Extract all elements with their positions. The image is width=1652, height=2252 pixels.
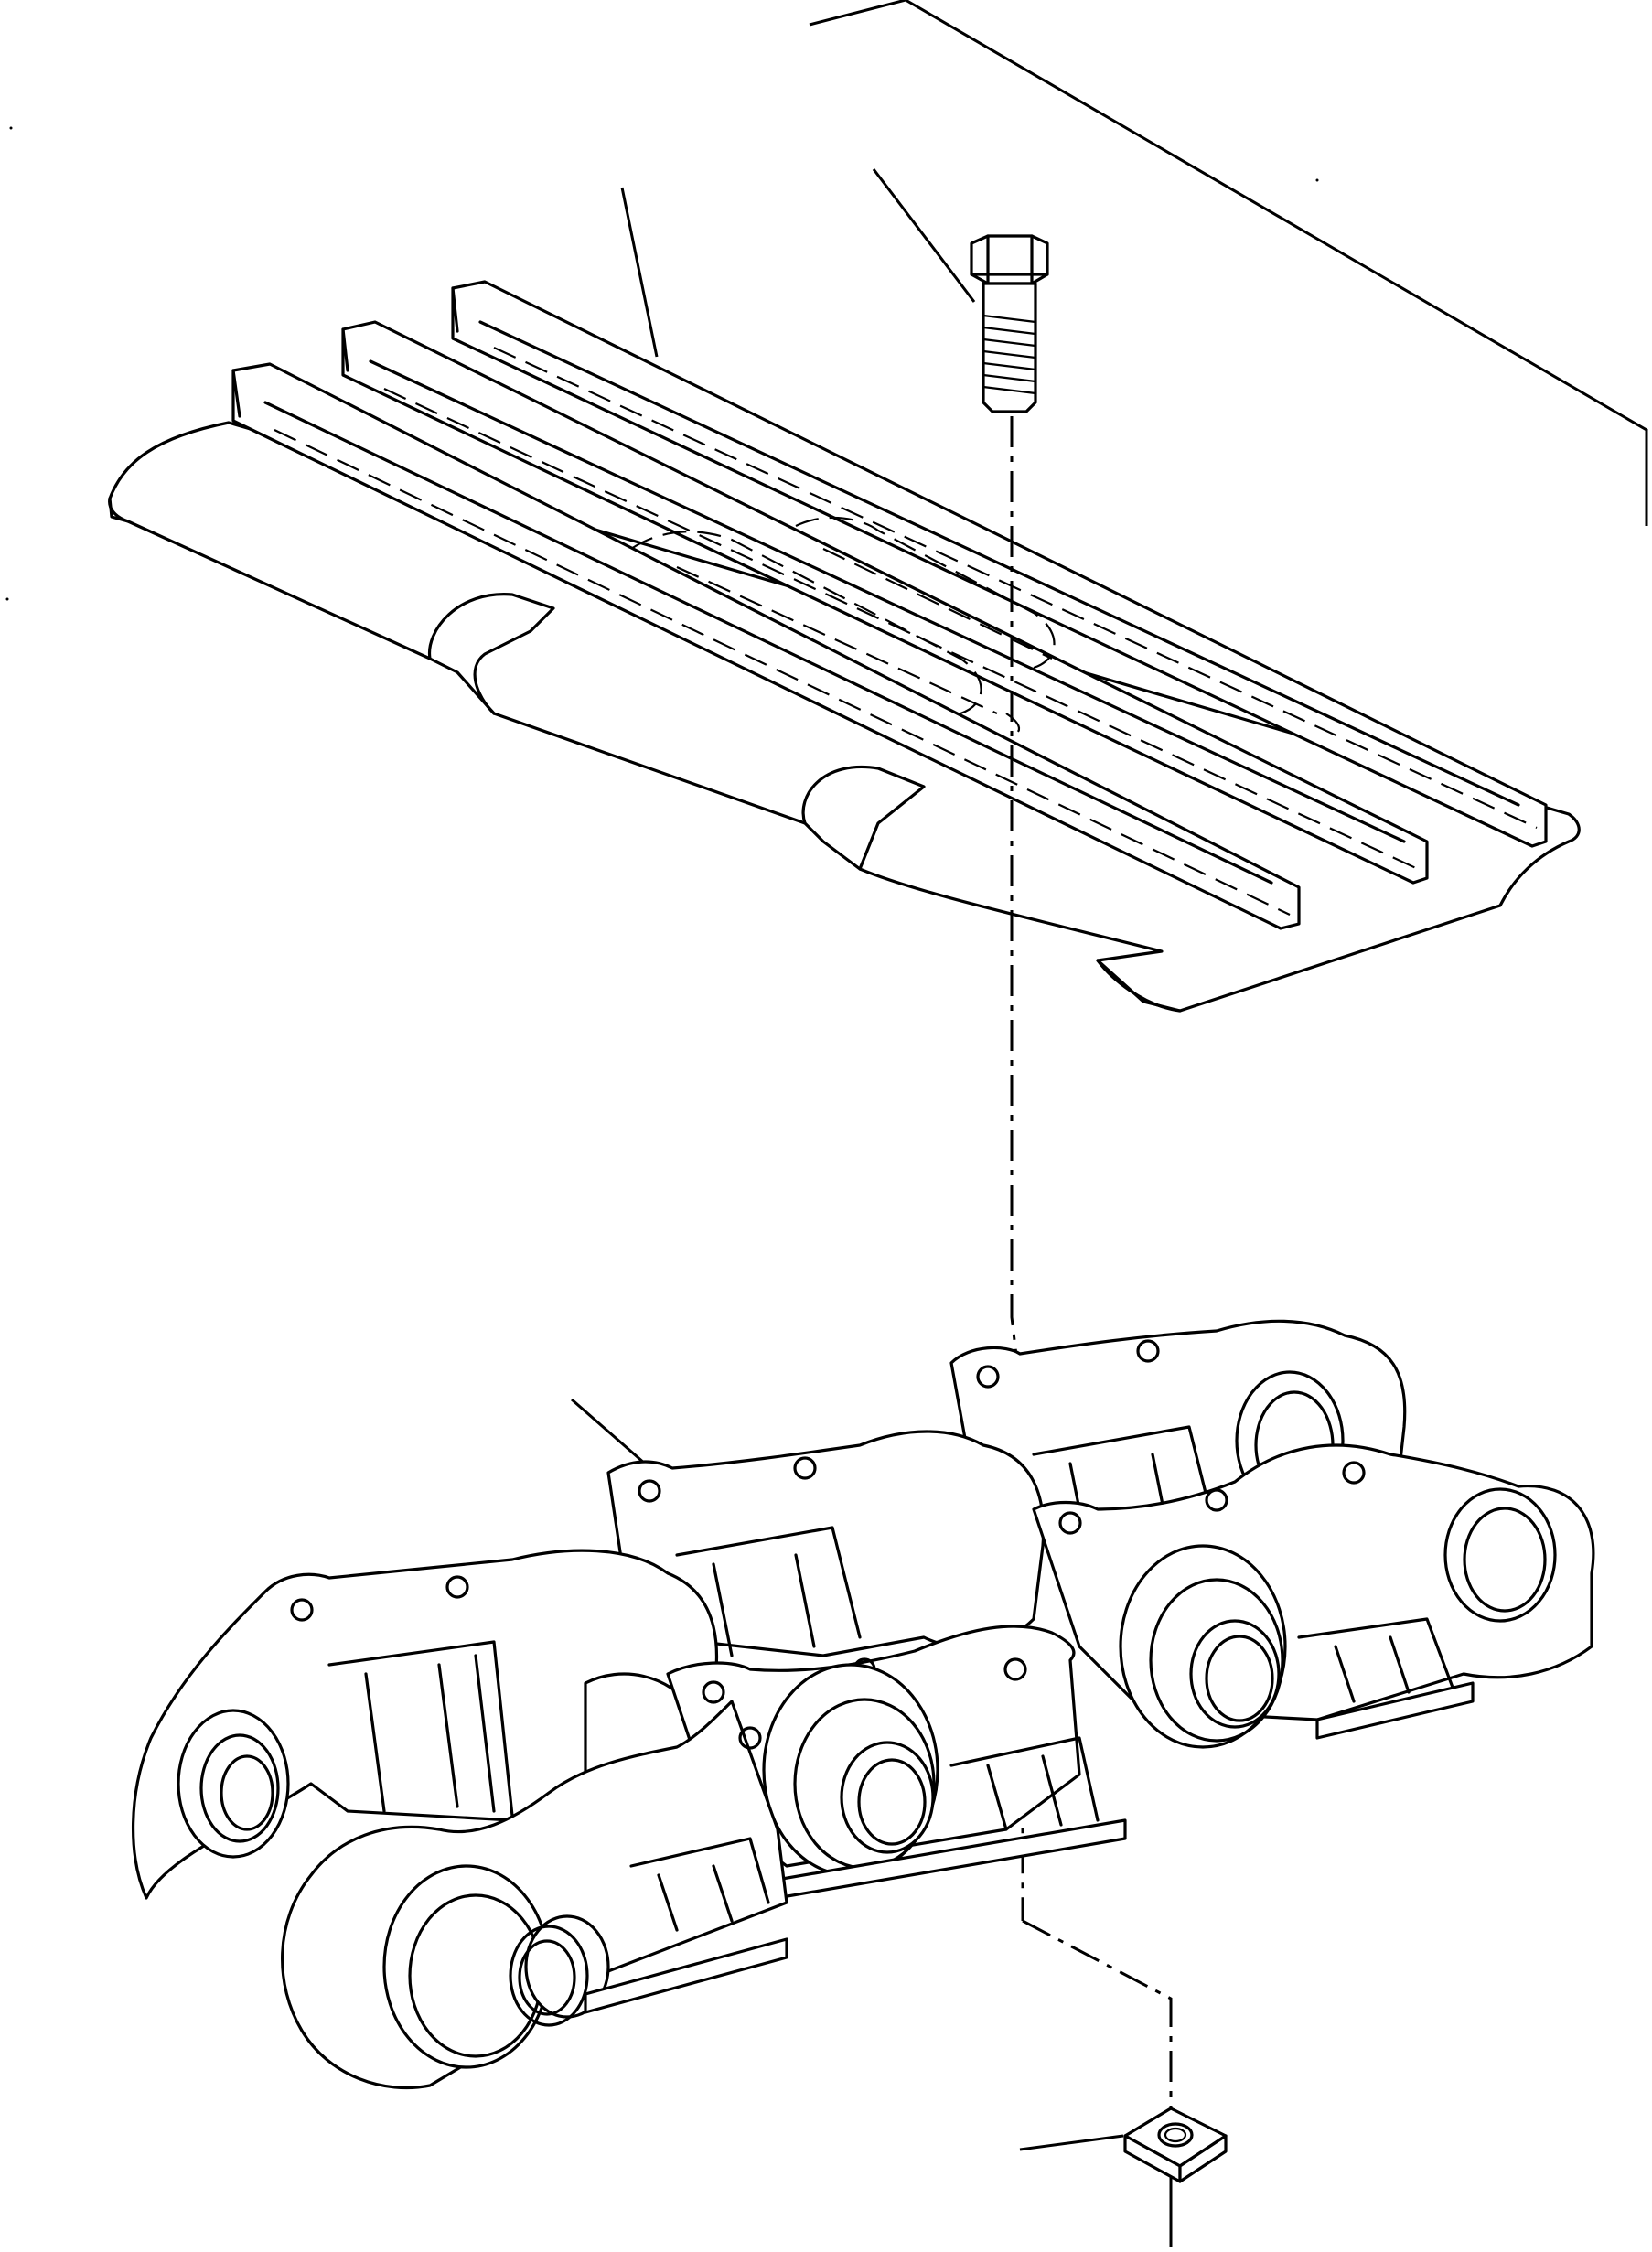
- shoe-bolt: [970, 234, 1049, 413]
- leader-track-shoe: [620, 187, 659, 358]
- shoe-nut: [1123, 2107, 1228, 2183]
- track-shoe: [108, 280, 1581, 1013]
- leader-shoe-nut: [1019, 2134, 1124, 2151]
- track-link-chain: [132, 1319, 1595, 2090]
- scan-speck: [1315, 178, 1319, 182]
- leader-shoe-bolt: [872, 168, 976, 303]
- scan-speck: [5, 597, 9, 601]
- leader-track-assembly: [809, 0, 1648, 526]
- leader-track-link-chain: [571, 1398, 646, 1465]
- scan-speck: [9, 126, 13, 130]
